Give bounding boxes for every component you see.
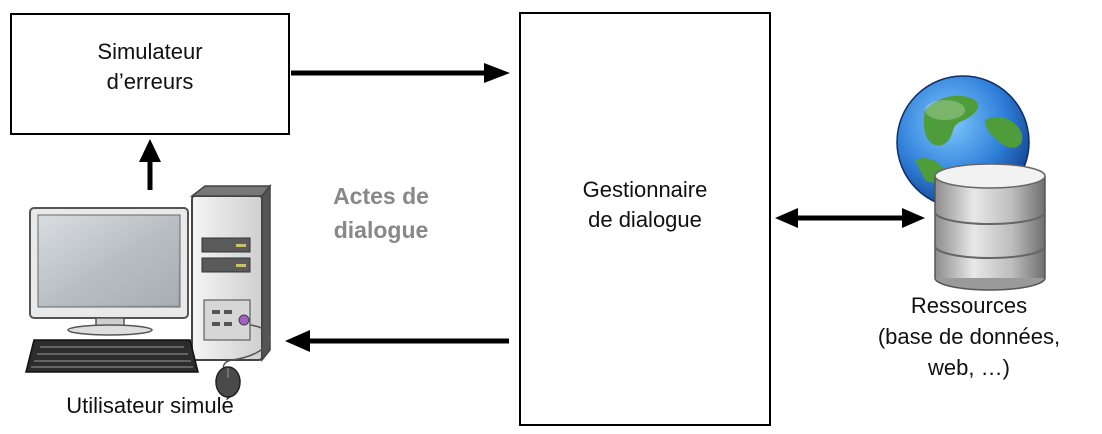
desktop-computer-icon bbox=[25, 183, 272, 398]
error-simulator-line1: Simulateur bbox=[97, 39, 203, 64]
resources-line3: web, …) bbox=[928, 355, 1010, 380]
dialog-manager-line1: Gestionnaire bbox=[582, 177, 708, 202]
arrow-manager-resources-bidirectional bbox=[775, 208, 925, 228]
arrow-user-to-simulator bbox=[139, 139, 161, 190]
dialog-manager-line2: de dialogue bbox=[588, 207, 702, 232]
error-simulator-box bbox=[10, 13, 290, 135]
simulated-user-label: Utilisateur simulé bbox=[66, 393, 234, 418]
resources-label: Ressources (base de données, web, …) bbox=[838, 290, 1100, 383]
error-simulator-label: Simulateur d’erreurs bbox=[10, 37, 290, 97]
resources-line2: (base de données, bbox=[877, 324, 1061, 349]
dialog-acts-line2: dialogue bbox=[333, 217, 429, 243]
dialog-acts-line1: Actes de bbox=[333, 183, 429, 209]
resources-line1: Ressources bbox=[910, 293, 1028, 318]
globe-database-icon bbox=[896, 75, 1046, 291]
arrow-simulator-to-manager bbox=[291, 63, 510, 83]
arrow-manager-to-user bbox=[285, 330, 509, 352]
dialog-acts-label: Actes de dialogue bbox=[296, 179, 466, 247]
error-simulator-line2: d’erreurs bbox=[106, 69, 194, 94]
dialog-manager-label: Gestionnaire de dialogue bbox=[519, 175, 771, 235]
dialog-manager-box bbox=[519, 12, 771, 426]
